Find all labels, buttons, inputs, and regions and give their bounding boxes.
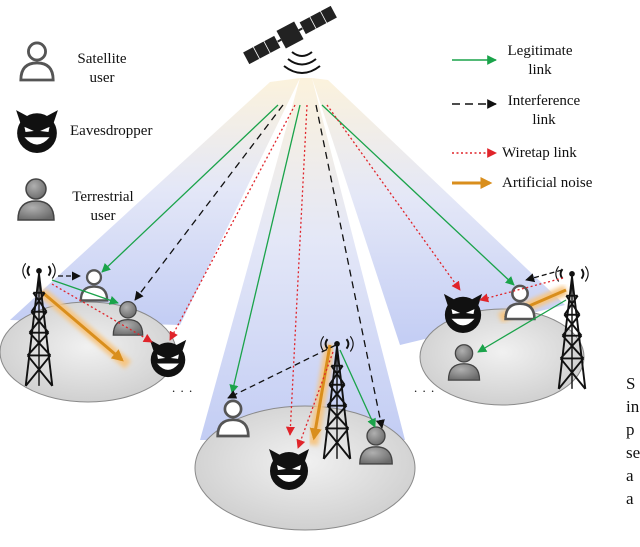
legend-wiretap-label: Wiretap link (502, 145, 577, 161)
cell-right (419, 308, 585, 406)
terrestrial-links (51, 269, 567, 449)
legend-eavesdropper-icon (16, 110, 58, 153)
legend-eavesdropper-label: Eavesdropper (70, 123, 153, 139)
beam-left (10, 78, 300, 325)
legend-artificial-noise-label: Artificial noise (502, 175, 593, 191)
beam-middle (200, 78, 405, 440)
satellite-icon (242, 4, 338, 66)
legend-satellite-user-icon (19, 41, 55, 82)
legend-interference-label: Interference link (507, 93, 581, 128)
legend-terrestrial-user-label: Terrestrial user (72, 189, 134, 224)
cropped-text-column: S in p se a a (626, 374, 640, 508)
artificial-noise-arrows (38, 285, 568, 446)
signal-waves-icon (283, 51, 321, 74)
satellite-links (101, 104, 515, 436)
beam-right (312, 78, 565, 345)
legend-legitimate-label: Legitimate link (507, 43, 573, 78)
legend-satellite-user-label: Satellite user (77, 51, 127, 86)
cell-left (0, 301, 177, 403)
ellipsis-left: . . . (172, 380, 194, 395)
ellipsis-right: . . . (414, 380, 436, 395)
legend-terrestrial-user-icon (17, 178, 55, 221)
